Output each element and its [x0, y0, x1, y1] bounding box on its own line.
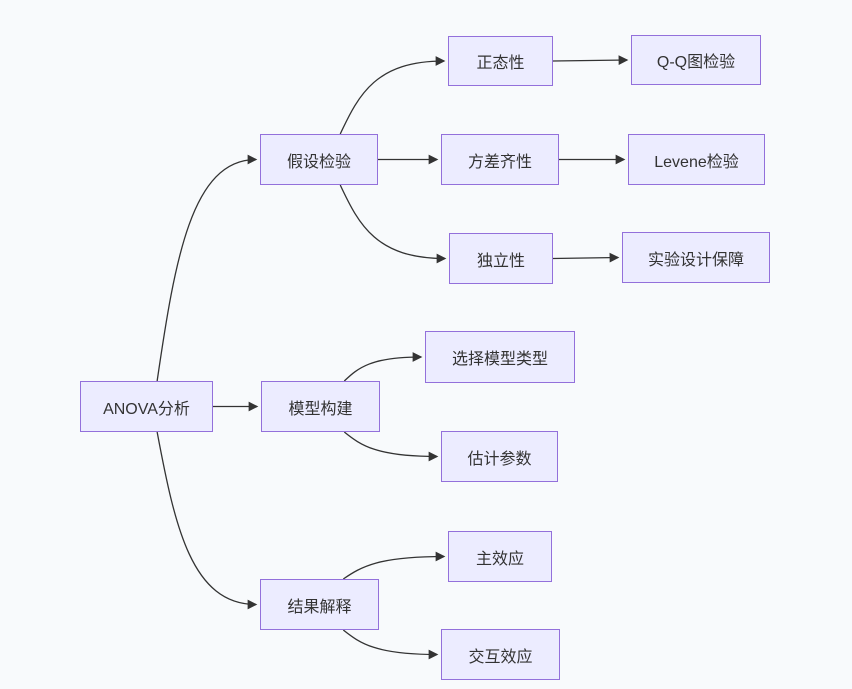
- node-moxing: 模型构建: [261, 381, 380, 432]
- edge-moxing-to-xuanze: [343, 352, 423, 382]
- node-shiyan: 实验设计保障: [622, 232, 770, 283]
- node-zhuxiao: 主效应: [448, 531, 552, 582]
- edge-anova-to-jieguo: [156, 431, 258, 610]
- edge-jieguo-to-jiaohu: [342, 629, 439, 660]
- node-anova: ANOVA分析: [80, 381, 213, 432]
- node-guji: 估计参数: [441, 431, 558, 482]
- edge-zhengtai-to-qq: [552, 55, 629, 65]
- edge-duli-to-shiyan: [552, 252, 620, 263]
- edge-jiashe-to-duli: [339, 184, 447, 264]
- edge-group: [156, 55, 629, 660]
- node-jieguo: 结果解释: [260, 579, 379, 630]
- node-levene: Levene检验: [628, 134, 765, 185]
- edge-jiashe-to-zhengtai: [339, 56, 446, 135]
- node-xuanze: 选择模型类型: [425, 331, 575, 383]
- node-duli: 独立性: [449, 233, 553, 284]
- edge-jieguo-to-zhuxiao: [342, 551, 446, 580]
- node-fangcha: 方差齐性: [441, 134, 559, 185]
- node-jiaohu: 交互效应: [441, 629, 560, 680]
- node-zhengtai: 正态性: [448, 36, 553, 86]
- edge-anova-to-jiashe: [156, 154, 258, 382]
- node-qq: Q-Q图检验: [631, 35, 761, 85]
- edge-moxing-to-guji: [343, 431, 439, 462]
- node-jiashe: 假设检验: [260, 134, 378, 185]
